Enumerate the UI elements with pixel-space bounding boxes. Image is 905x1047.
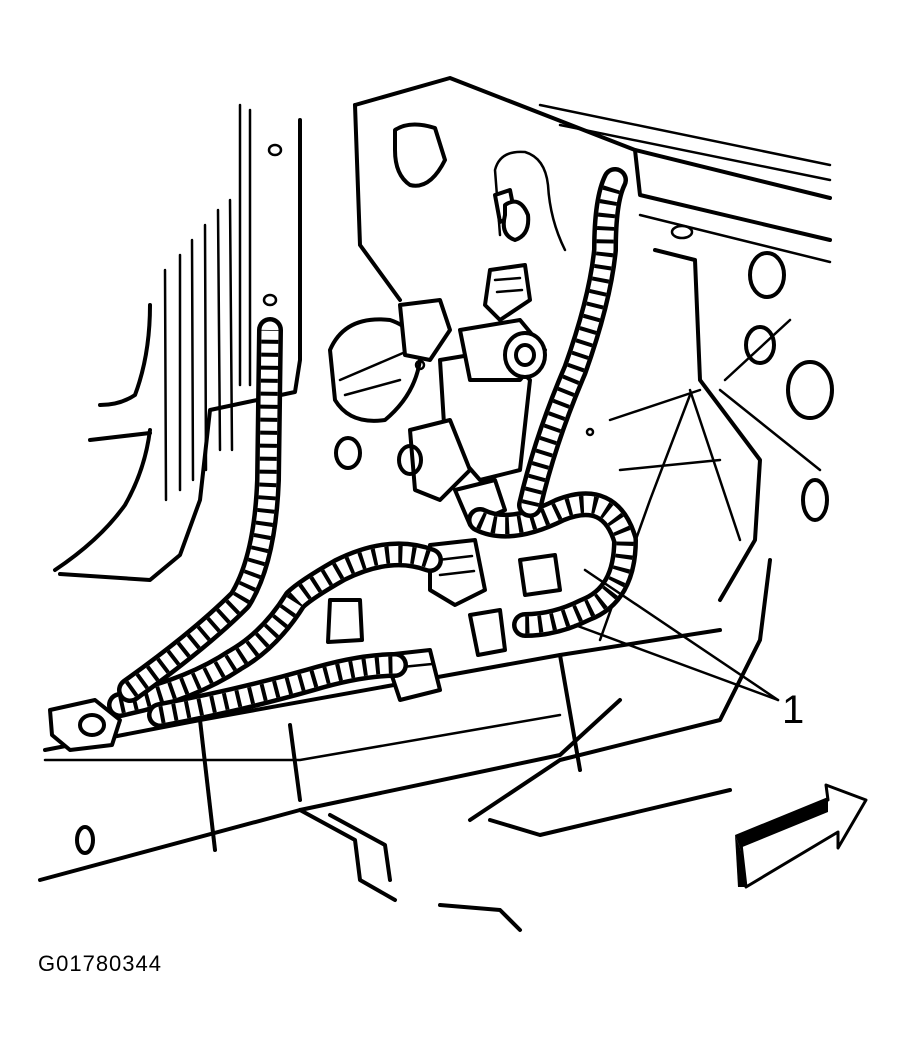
forward-arrow-icon <box>735 783 868 889</box>
mechanism-bracket <box>328 188 595 527</box>
side-panel <box>598 248 822 642</box>
callout-label: 1 <box>782 688 805 732</box>
harness-connector <box>428 538 487 607</box>
pillar <box>53 103 302 582</box>
body-panel <box>353 76 834 522</box>
harness-clip <box>468 553 562 657</box>
cable-strap <box>493 150 567 252</box>
ground-terminal <box>48 698 122 752</box>
floor-sill <box>38 558 772 932</box>
callout-leader-upper <box>583 568 780 702</box>
wiring-harness <box>107 167 638 728</box>
callout-leader-lower <box>573 623 780 702</box>
figure-id: G01780344 <box>38 951 162 976</box>
